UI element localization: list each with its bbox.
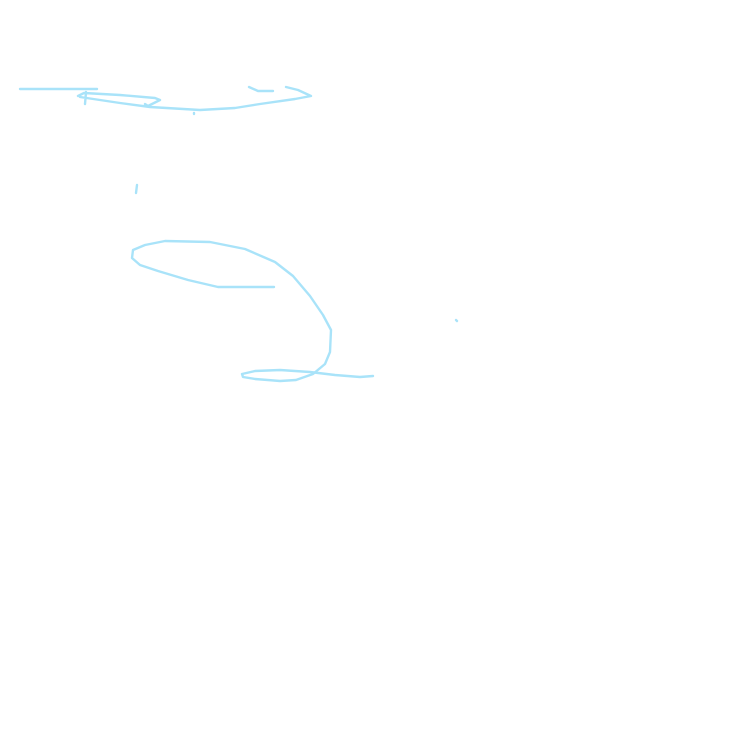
sketch-stroke-top-curve [76, 85, 313, 112]
sketch-stroke-tick [134, 183, 139, 195]
sketch-stroke-dot-right [454, 318, 459, 323]
sketch-stroke-top-dash [247, 85, 275, 93]
sketch-stroke-loop [130, 239, 375, 383]
